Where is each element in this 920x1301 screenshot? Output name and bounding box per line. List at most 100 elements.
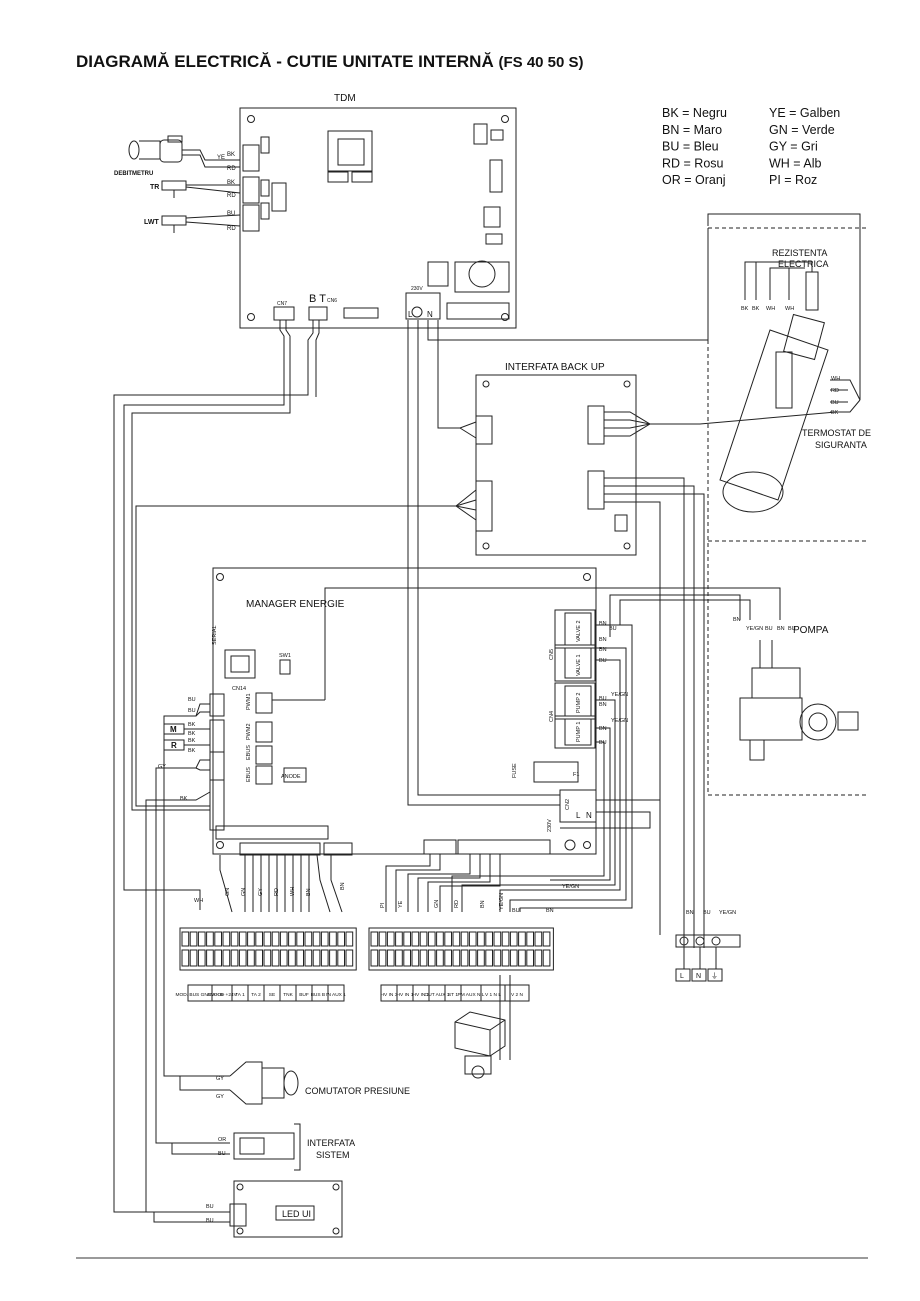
wire-label: RD xyxy=(227,226,236,232)
wire-label: BK xyxy=(831,410,839,416)
mains-l: L xyxy=(680,973,684,980)
legend-entry: GN = Verde xyxy=(769,123,835,137)
ebus2-label: EBUS xyxy=(246,767,252,782)
wire-label: YE/GN xyxy=(746,626,763,632)
tdm-n-label: N xyxy=(427,310,433,319)
tdm-cn7-label: CN7 xyxy=(277,301,287,307)
cn2-label: CN2 xyxy=(565,799,571,810)
terminal-label: MOD. BUS GND A+ B- xyxy=(176,992,225,998)
terminal-slot xyxy=(238,949,247,967)
terminal-block-left xyxy=(179,927,357,971)
terminal-slot xyxy=(222,949,231,967)
terminal-screw xyxy=(271,931,280,947)
pump2-label: PUMP 2 xyxy=(576,693,582,713)
wire-label: BN xyxy=(599,702,607,708)
wire-label: BU xyxy=(599,740,607,746)
legend-entry: YE = Galben xyxy=(769,106,840,120)
wire-label: GN xyxy=(225,888,231,896)
tdm-l-label: L xyxy=(408,310,413,319)
interfata-label-1: INTERFATA xyxy=(307,1138,355,1148)
terminal-label: BUF xyxy=(299,992,309,998)
wire-label: BU xyxy=(765,626,773,632)
wire-label: YE xyxy=(217,155,225,161)
wire-label: BK xyxy=(227,180,235,186)
wire-label: BK xyxy=(188,738,196,744)
terminal-screw xyxy=(247,931,255,947)
terminal-screw xyxy=(279,931,288,947)
wire-label: RD xyxy=(454,900,460,908)
wire-label: BN xyxy=(340,882,346,890)
footer-divider xyxy=(76,1257,868,1259)
comutator-presiune xyxy=(229,1061,299,1105)
terminal-block-right xyxy=(368,927,554,971)
ebus1-label: EBUS xyxy=(246,745,252,760)
terminal-slot xyxy=(304,949,313,967)
backup-interface-board xyxy=(475,374,637,556)
pwm2-label: PWM2 xyxy=(246,724,252,741)
terminal-label: TNK xyxy=(283,992,293,998)
legend-entry: BU = Bleu xyxy=(662,140,719,154)
terminal-label: IN AUX 1 xyxy=(326,992,346,998)
wire-label: BN xyxy=(686,910,694,916)
title-sub: (FS 40 50 S) xyxy=(498,54,584,71)
backup-title: INTERFATA BACK UP xyxy=(505,362,605,373)
tdm-board xyxy=(239,107,517,329)
terminal-slot xyxy=(452,949,461,967)
terminal-screw xyxy=(436,931,444,947)
wire-label: BU xyxy=(206,1218,214,1224)
wire-label: BK xyxy=(188,748,196,754)
terminal-slot xyxy=(411,949,420,967)
wire-label: BK xyxy=(227,152,235,158)
terminal-screw xyxy=(312,931,321,947)
wire-label: BU xyxy=(206,1204,214,1210)
terminal-label: ANODE +24V xyxy=(207,992,238,998)
terminal-label: BUS B T xyxy=(311,992,330,998)
terminal-screw xyxy=(230,931,239,947)
interfata-sistem xyxy=(233,1123,301,1171)
wire-label: BK xyxy=(752,306,760,312)
wire-label: BU xyxy=(599,658,607,664)
wire-label: BU xyxy=(831,400,839,406)
termostat-label-1: TERMOSTAT DE xyxy=(802,428,871,438)
f1-label: F1 xyxy=(573,772,579,778)
m-label: M xyxy=(170,725,177,734)
wire-label: BK xyxy=(741,306,749,312)
terminal-slot xyxy=(255,949,264,967)
wire-label: BN xyxy=(599,647,607,653)
valve-actuator xyxy=(454,1011,506,1079)
terminal-screw xyxy=(427,931,436,947)
wire-label: YE xyxy=(398,900,404,908)
legend-entry: BN = Maro xyxy=(662,123,722,137)
legend-entry: PI = Roz xyxy=(769,173,817,187)
terminal-slot xyxy=(419,949,428,967)
wire-label: GY xyxy=(216,1076,224,1082)
terminal-slot xyxy=(197,949,206,967)
wire-label: BN xyxy=(599,726,607,732)
terminal-slot xyxy=(427,949,436,967)
wire-label: BK xyxy=(188,731,196,737)
terminal-slot xyxy=(468,949,477,967)
terminal-label: PM AUX N L xyxy=(458,992,485,998)
terminal-slot xyxy=(345,949,354,967)
terminal-slot xyxy=(181,949,190,967)
wire-label: PI xyxy=(380,902,386,908)
legend-entry: BK = Negru xyxy=(662,106,727,120)
terminal-screw xyxy=(460,931,469,947)
terminal-screw xyxy=(509,931,518,947)
legend-entry: RD = Rosu xyxy=(662,156,724,170)
terminal-slot xyxy=(485,949,493,967)
wire-label: BN xyxy=(546,908,554,914)
wire-label: BU xyxy=(227,211,235,217)
pompa xyxy=(739,640,859,761)
terminal-screw xyxy=(214,931,223,947)
terminal-screw xyxy=(378,931,387,947)
wire-label: GY xyxy=(258,888,264,896)
terminal-screw xyxy=(444,931,452,947)
terminal-slot xyxy=(542,949,551,967)
wire-label: BN xyxy=(733,617,741,623)
terminal-slot xyxy=(189,949,198,967)
wire-label: BN xyxy=(777,626,785,632)
sw1-label: SW1 xyxy=(279,653,291,659)
terminal-screw xyxy=(296,931,304,947)
